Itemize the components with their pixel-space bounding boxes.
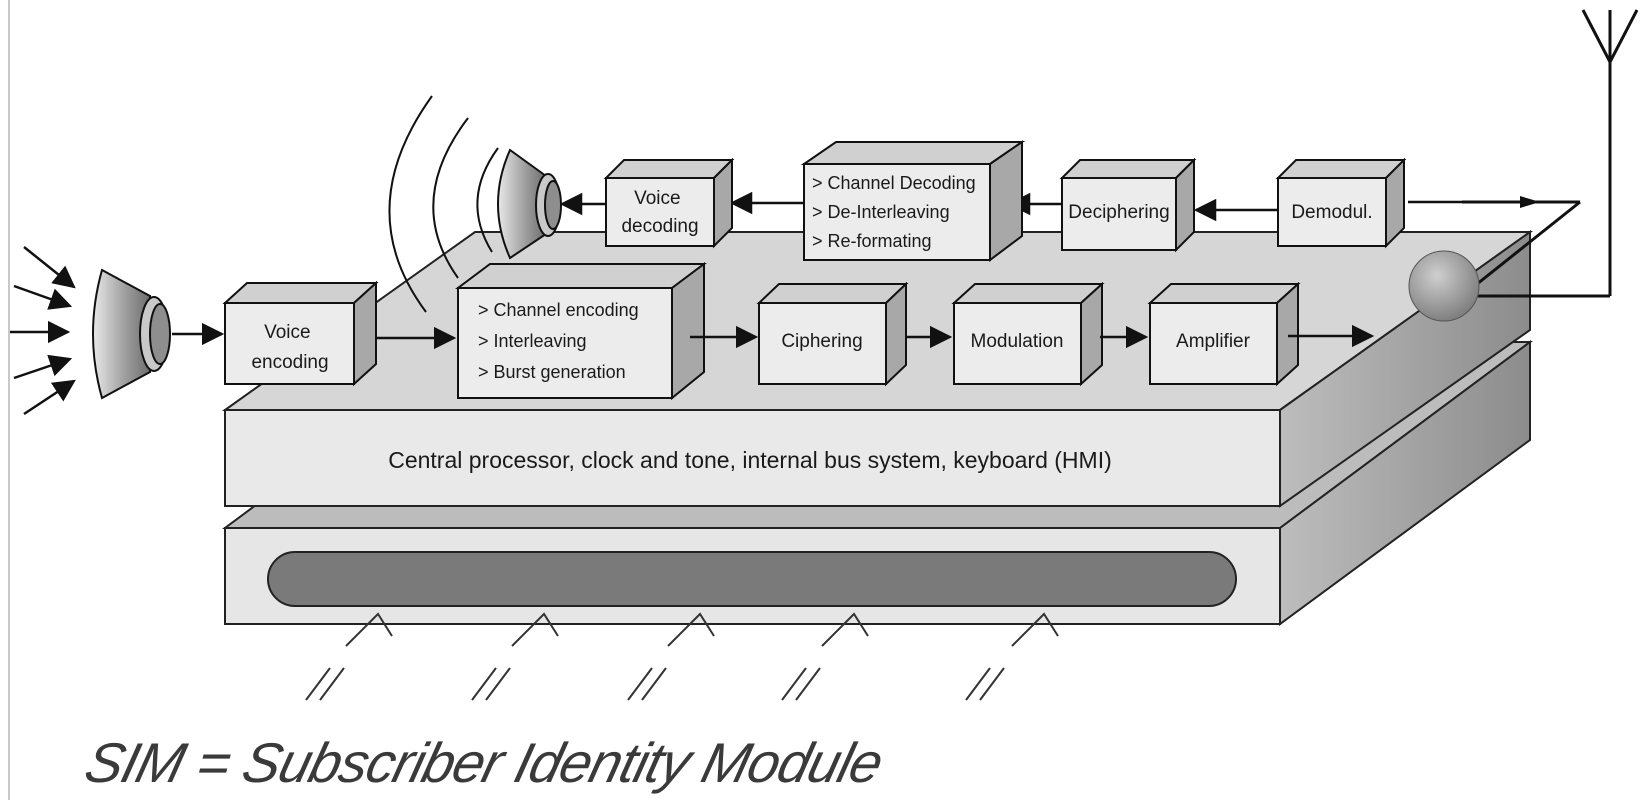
- demodulation-label: Demodul.: [1291, 202, 1372, 223]
- voice-decoding-label-1: Voice: [634, 188, 680, 209]
- channel-decoding-line-2: > De-Interleaving: [812, 202, 950, 222]
- channel-encoding-line-1: > Channel encoding: [478, 300, 639, 320]
- sound-output-waves: [388, 95, 499, 313]
- svg-text:> Channel encoding > Int: > Channel encoding > Interleaving > Burs…: [478, 300, 644, 382]
- modulation-label: Modulation: [971, 331, 1064, 352]
- amplifier-block: Amplifier: [1147, 281, 1301, 387]
- rf-switch: [1408, 250, 1480, 322]
- channel-encoding-line-3: > Burst generation: [478, 362, 626, 382]
- sim-card-slot: [267, 551, 1237, 607]
- channel-decoding-block: > Channel Decoding > De-Interleaving > R…: [800, 140, 1026, 262]
- sim-contact-pins: [305, 612, 1059, 701]
- channel-encoding-line-2: > Interleaving: [478, 331, 587, 351]
- channel-decoding-line-3: > Re-formating: [812, 231, 932, 251]
- channel-decoding-line-1: > Channel Decoding: [812, 173, 976, 193]
- sound-input-arrows: [10, 246, 76, 416]
- sim-caption: SIM = Subscriber Identity Module: [79, 733, 889, 795]
- svg-text:Voice encoding: Voice encoding: [251, 322, 328, 373]
- channel-encoding-block: > Channel encoding > Interleaving > Burs…: [455, 262, 707, 401]
- demodulation-block: Demodul.: [1275, 157, 1407, 249]
- voice-decoding-label-2: decoding: [621, 216, 698, 237]
- platform-label: Central processor, clock and tone, inter…: [388, 447, 1112, 473]
- amplifier-label: Amplifier: [1176, 331, 1251, 352]
- voice-encoding-label-1: Voice: [264, 322, 310, 343]
- microphone-icon: [92, 268, 171, 400]
- ciphering-label: Ciphering: [781, 331, 862, 352]
- modulation-block: Modulation: [951, 281, 1105, 387]
- deciphering-label: Deciphering: [1068, 202, 1169, 223]
- svg-text:Voice decoding: Voice decoding: [621, 188, 698, 237]
- voice-encoding-label-2: encoding: [251, 352, 328, 373]
- deciphering-block: Deciphering: [1059, 157, 1197, 253]
- voice-encoding-block: Voice encoding: [222, 280, 379, 387]
- voice-decoding-block: Voice decoding: [603, 157, 735, 249]
- svg-text:> Channel Decoding > De-: > Channel Decoding > De-Interleaving > R…: [812, 173, 981, 251]
- ciphering-block: Ciphering: [756, 281, 909, 387]
